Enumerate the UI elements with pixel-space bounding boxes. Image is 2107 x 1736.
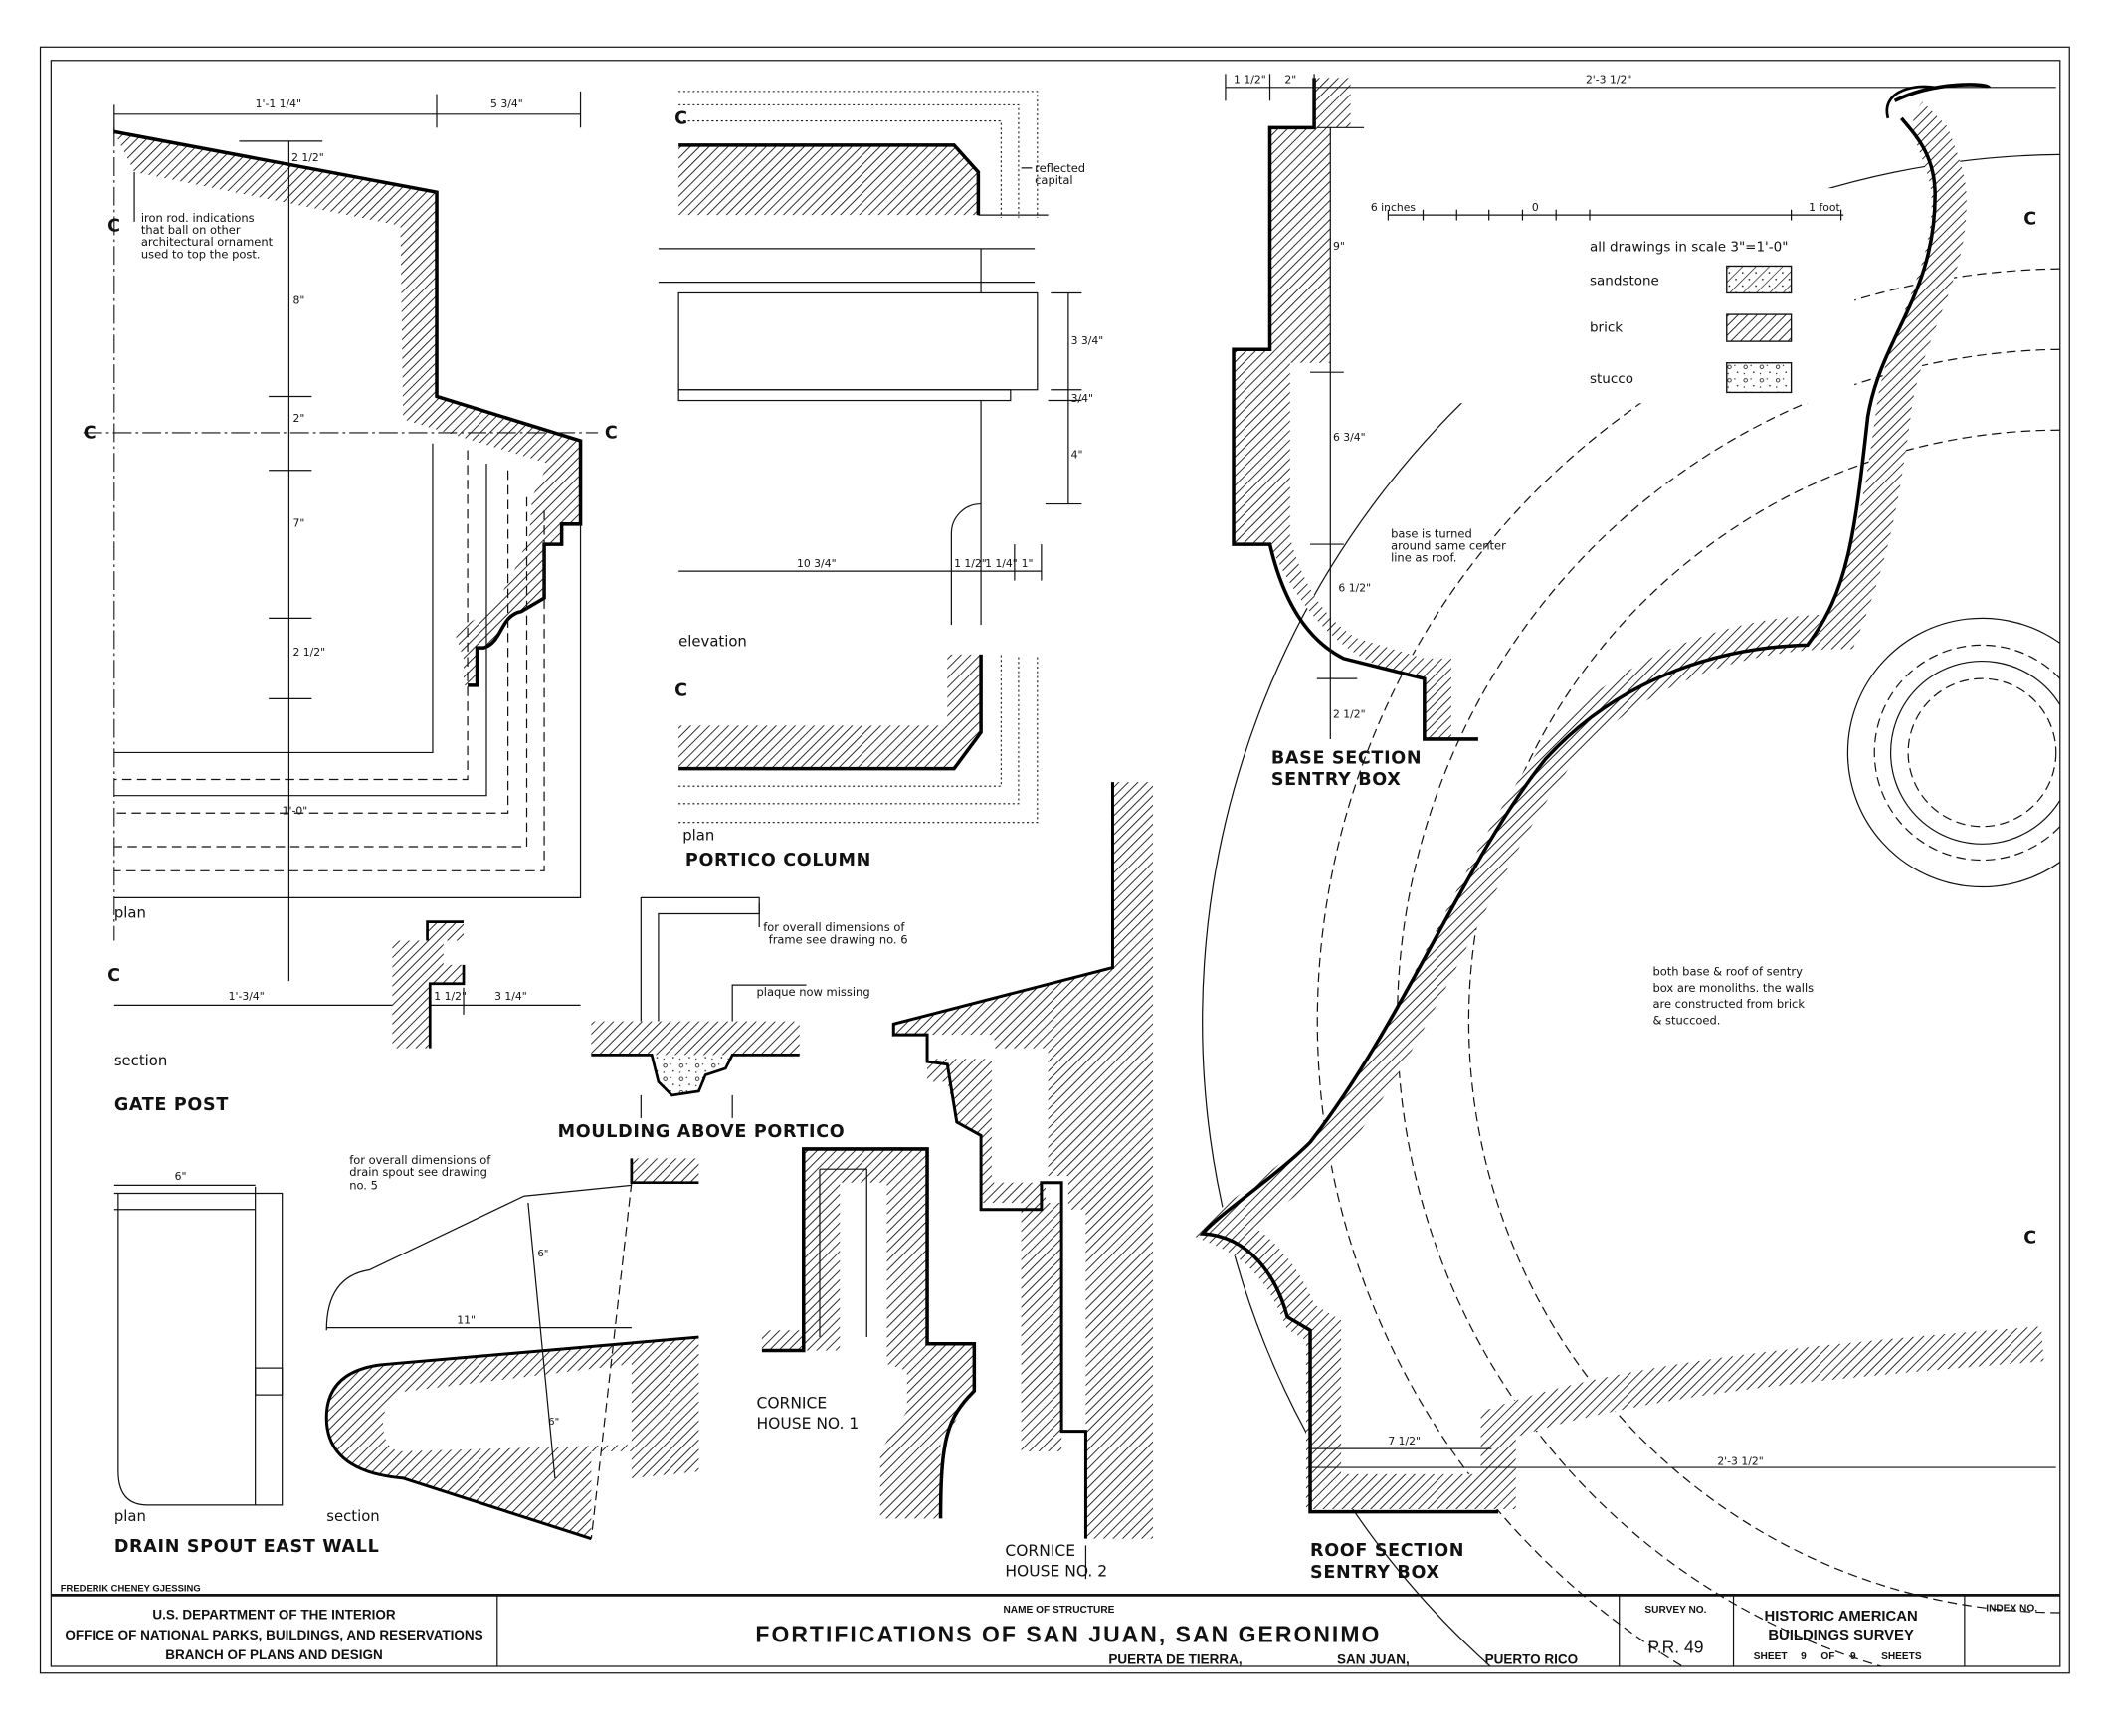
dim-label: 1 1/2" bbox=[954, 557, 987, 570]
dim-label: 2" bbox=[1284, 74, 1296, 87]
centerline-mark: C bbox=[84, 423, 97, 443]
dim-label: 2 1/2" bbox=[291, 151, 324, 164]
drain-spout-drawing: 6" plan section for overall dimensions o… bbox=[114, 1153, 699, 1557]
dim-label: 3/4" bbox=[1071, 392, 1093, 405]
plan-label: plan bbox=[114, 1507, 146, 1525]
elevation-label: elevation bbox=[678, 633, 747, 651]
dim-label: 6" bbox=[548, 1417, 559, 1428]
legend-label-sandstone: sandstone bbox=[1590, 273, 1659, 289]
drain-spout-title: DRAIN SPOUT EAST WALL bbox=[114, 1537, 380, 1557]
dim-label: 1'-1 1/4" bbox=[256, 97, 301, 110]
dim-label: 10 3/4" bbox=[797, 557, 837, 570]
legend: 6 inches 0 1 foot all drawings in scale … bbox=[1364, 188, 1855, 404]
dim-label: 8" bbox=[292, 293, 304, 306]
structure-title: FORTIFICATIONS OF SAN JUAN, SAN GERONIMO bbox=[755, 1622, 1381, 1647]
gate-post-title: GATE POST bbox=[114, 1095, 229, 1115]
dim-label: 1 1/4" bbox=[985, 557, 1018, 570]
legend-label-brick: brick bbox=[1590, 320, 1623, 336]
centerline-mark: C bbox=[2023, 1228, 2037, 1248]
plan-label: plan bbox=[682, 826, 714, 844]
dim-label: 6" bbox=[175, 1170, 187, 1183]
scale-label-zero: 0 bbox=[1532, 201, 1539, 214]
survey-no: P.R. 49 bbox=[1647, 1637, 1703, 1656]
location-part: SAN JUAN, bbox=[1337, 1651, 1410, 1666]
dim-label: 1 1/2" bbox=[434, 990, 467, 1003]
dim-label: 6" bbox=[537, 1249, 548, 1259]
centerline-mark: C bbox=[674, 681, 688, 701]
dim-label: 6 3/4" bbox=[1333, 431, 1366, 444]
location-part: PUERTA DE TIERRA, bbox=[1108, 1651, 1242, 1666]
agency-line: OFFICE OF NATIONAL PARKS, BUILDINGS, AND… bbox=[65, 1628, 482, 1642]
plan-label: plan bbox=[114, 904, 146, 922]
agency-line: BRANCH OF PLANS AND DESIGN bbox=[165, 1647, 383, 1662]
dim-label: 1" bbox=[1022, 557, 1034, 570]
dim-label: 2'-3 1/2" bbox=[1586, 74, 1631, 87]
index-no-label: INDEX NO. bbox=[1986, 1604, 2037, 1615]
dim-label: 2'-3 1/2" bbox=[1717, 1454, 1763, 1467]
brick-swatch bbox=[1726, 313, 1793, 342]
centerline-mark: C bbox=[107, 216, 121, 236]
moulding-title: MOULDING ABOVE PORTICO bbox=[558, 1122, 846, 1142]
inner-border bbox=[50, 60, 2061, 1667]
dim-label: 4" bbox=[1071, 449, 1083, 462]
dim-label: 2 1/2" bbox=[1333, 707, 1366, 720]
location-part: PUERTO RICO bbox=[1485, 1651, 1579, 1666]
centerline-mark: C bbox=[605, 423, 619, 443]
delineator-name: FREDERIK CHENEY GJESSING bbox=[61, 1583, 201, 1594]
gate-post-drawing: 1'-1 1/4" 5 3/4" C C C 2 1/2" 8" 2" 7" 2… bbox=[83, 91, 619, 1115]
scale-label-right: 1 foot bbox=[1809, 201, 1840, 214]
plaque-note: plaque now missing bbox=[757, 985, 870, 999]
dim-label: 11" bbox=[457, 1314, 476, 1327]
dim-label: 3 3/4" bbox=[1071, 334, 1104, 347]
centerline-mark: C bbox=[107, 966, 121, 986]
dim-label: 6 1/2" bbox=[1338, 581, 1371, 594]
dim-label: 3 1/4" bbox=[494, 990, 527, 1003]
legend-label-stucco: stucco bbox=[1590, 371, 1633, 387]
survey-no-label: SURVEY NO. bbox=[1644, 1605, 1706, 1616]
dim-label: 2" bbox=[292, 412, 304, 425]
dim-label: 9" bbox=[1333, 240, 1345, 253]
portico-column-title: PORTICO COLUMN bbox=[685, 851, 871, 870]
title-block: FREDERIK CHENEY GJESSING U.S. DEPARTMENT… bbox=[51, 1583, 2060, 1666]
program-line: HISTORIC AMERICAN bbox=[1764, 1609, 1917, 1625]
sandstone-swatch bbox=[1726, 265, 1793, 294]
dim-label: 1'-3/4" bbox=[229, 990, 265, 1003]
scale-note: all drawings in scale 3"=1'-0" bbox=[1590, 240, 1788, 256]
agency-line: U.S. DEPARTMENT OF THE INTERIOR bbox=[152, 1608, 396, 1623]
stucco-swatch bbox=[1726, 362, 1793, 394]
dim-label: 7" bbox=[292, 517, 304, 530]
scale-label-left: 6 inches bbox=[1371, 201, 1417, 214]
dim-label: 7 1/2" bbox=[1388, 1435, 1421, 1447]
name-of-structure-label: NAME OF STRUCTURE bbox=[1003, 1605, 1114, 1616]
outer-border bbox=[39, 46, 2070, 1674]
sentry-box-drawing: 1 1/2" 2" 2'-3 1/2" 9" 6 3/4" 6 1/2" 2 1… bbox=[1192, 74, 2061, 1667]
dim-label: 2 1/2" bbox=[292, 646, 325, 659]
section-label: section bbox=[326, 1507, 379, 1525]
section-label: section bbox=[114, 1052, 167, 1069]
dim-label: 1 1/2" bbox=[1234, 74, 1266, 87]
dim-label: 1'-0" bbox=[283, 805, 308, 818]
dim-label: 5 3/4" bbox=[490, 97, 523, 110]
program-line: BUILDINGS SURVEY bbox=[1768, 1628, 1914, 1643]
centerline-mark: C bbox=[674, 108, 688, 128]
centerline-mark: C bbox=[2023, 210, 2037, 230]
